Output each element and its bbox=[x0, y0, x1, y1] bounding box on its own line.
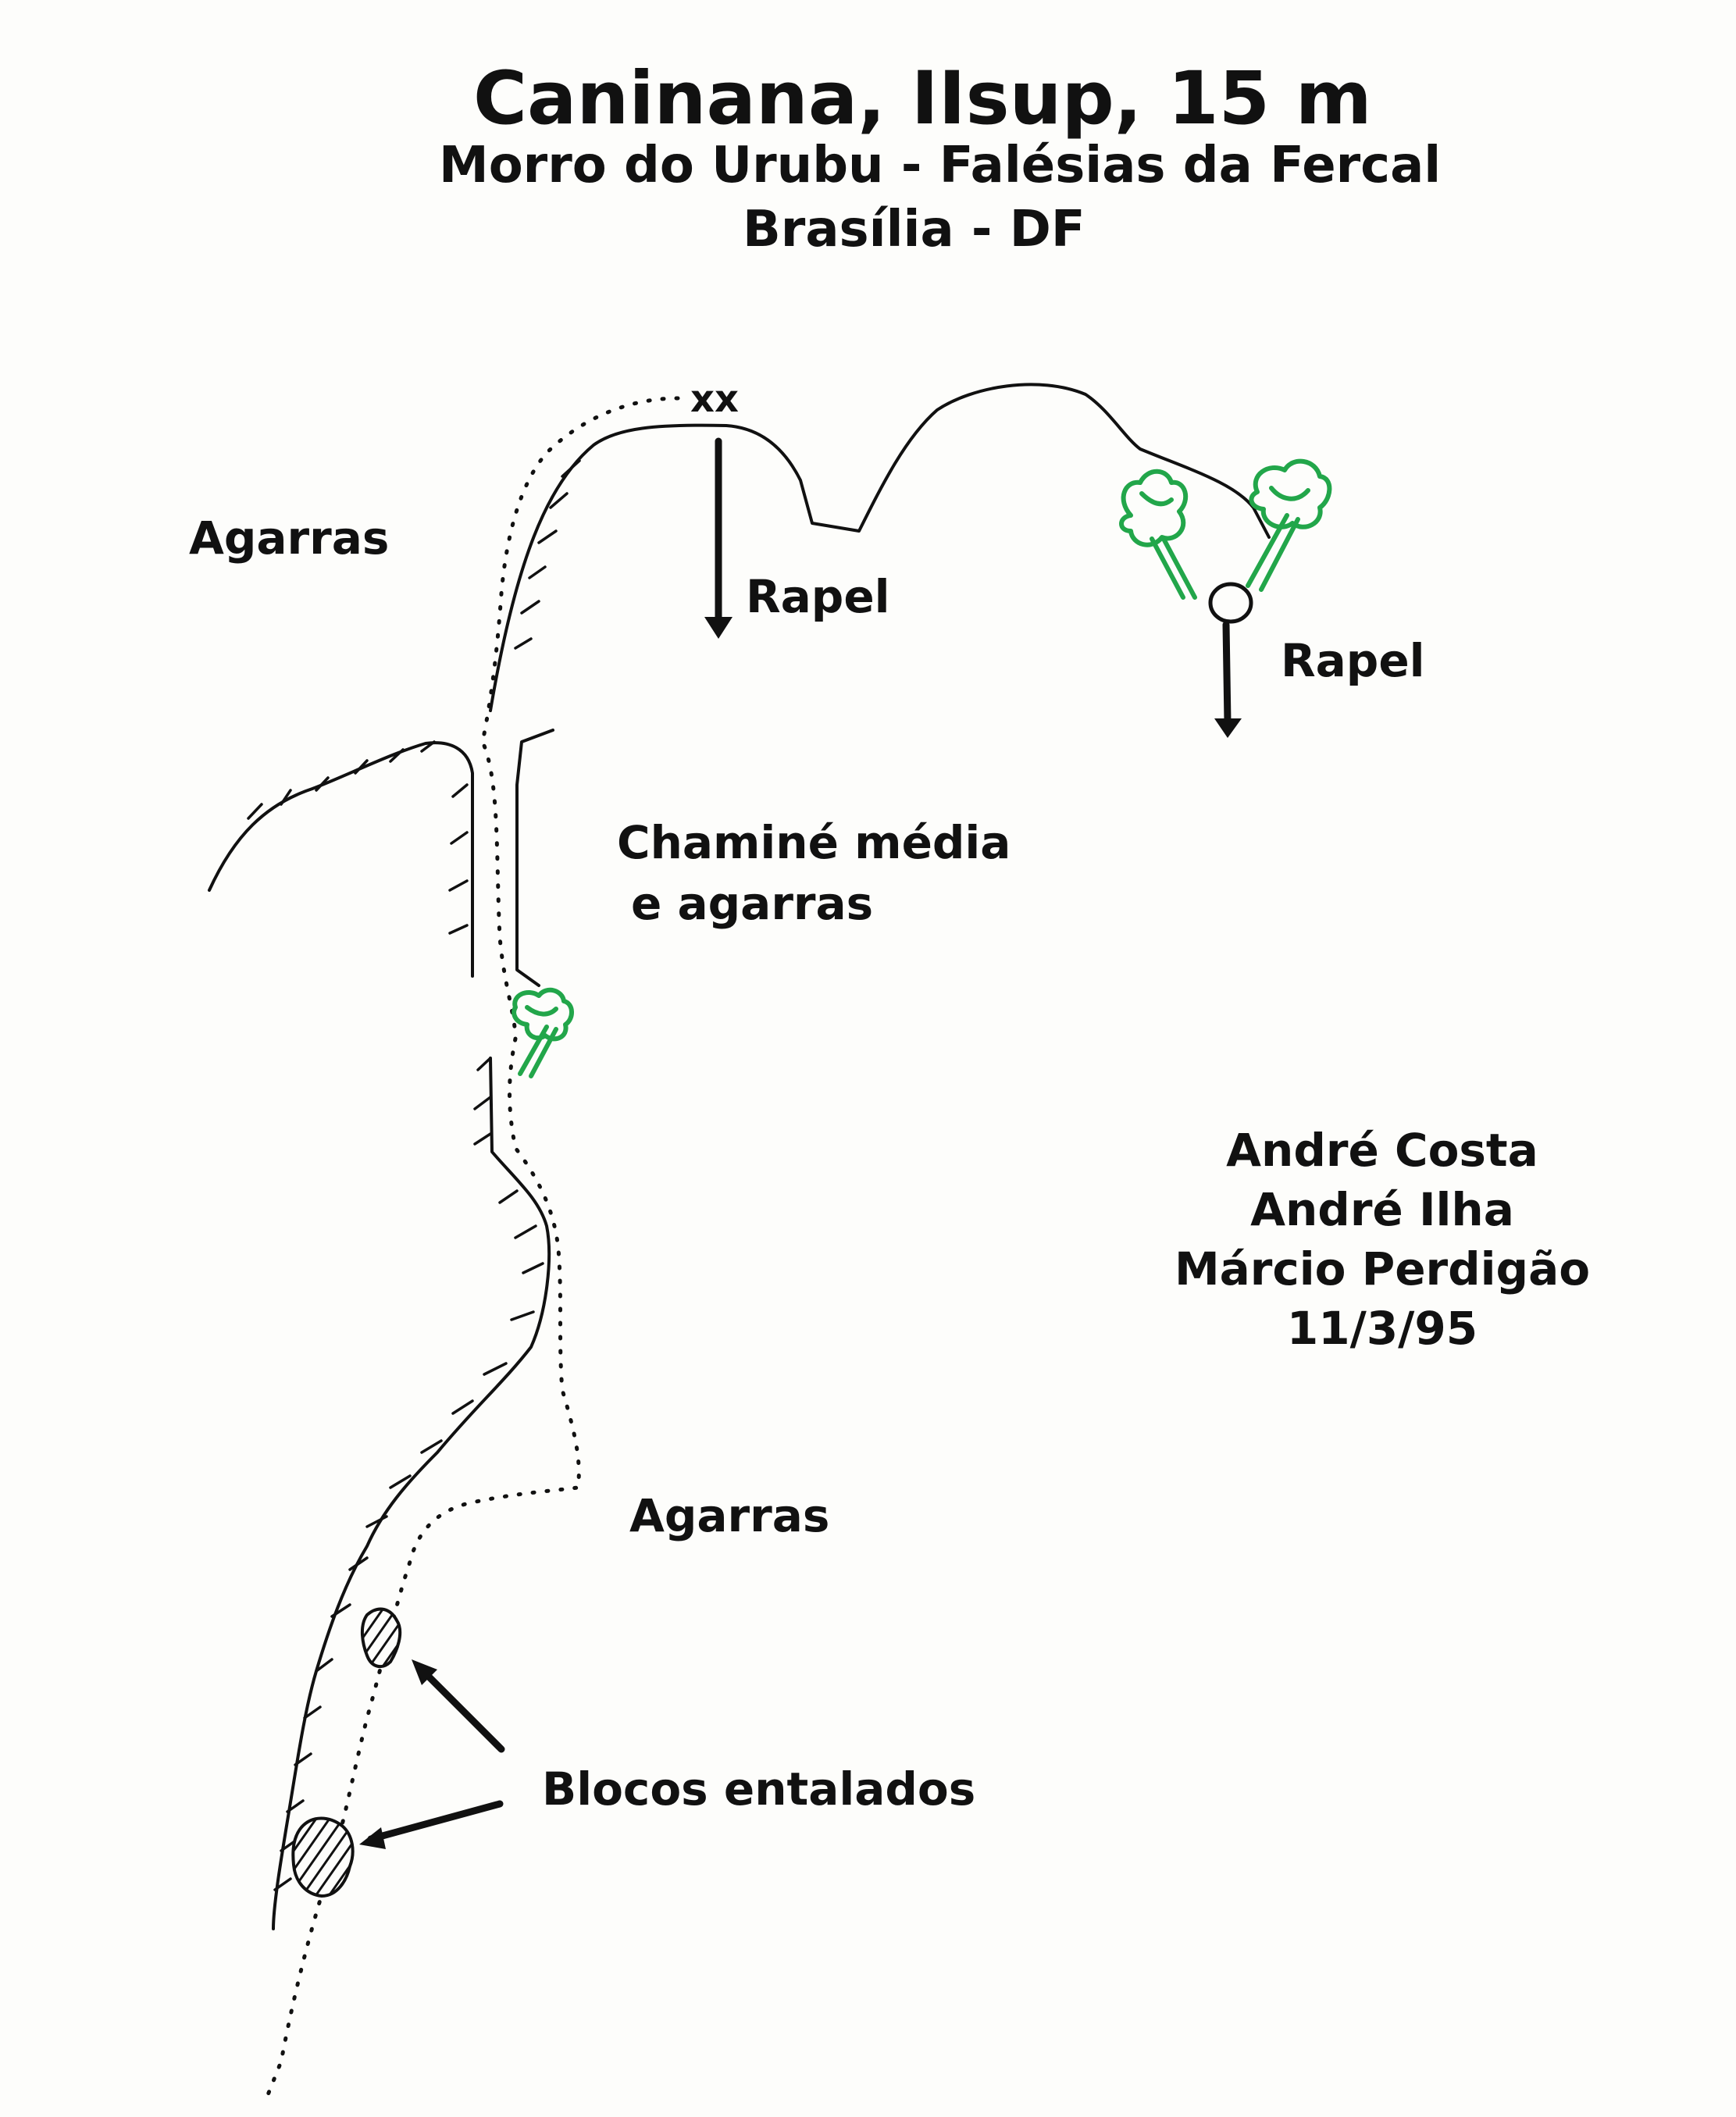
label-rapel-left: Rapel bbox=[746, 570, 890, 623]
credit-climber-2: André Ilha bbox=[1250, 1183, 1514, 1236]
arrow-down-icon bbox=[1222, 621, 1232, 726]
subtitle-region: Brasília - DF bbox=[743, 201, 1085, 258]
chockstone-lower bbox=[291, 1816, 355, 1898]
credit-climber-3: Márcio Perdigão bbox=[1174, 1242, 1591, 1296]
tree-icon bbox=[512, 987, 574, 1078]
anchor-marker: xx bbox=[690, 377, 739, 421]
ring-anchor-icon bbox=[1208, 582, 1253, 624]
tree-icon bbox=[1246, 458, 1332, 592]
label-chimney-line2: e agarras bbox=[631, 877, 874, 930]
label-blocks: Blocos entalados bbox=[542, 1762, 976, 1816]
title: Caninana, IIsup, 15 m bbox=[473, 56, 1372, 141]
left-buttress-line bbox=[208, 741, 474, 978]
credits: André Costa André Ilha Márcio Perdigão 1… bbox=[1101, 1121, 1663, 1358]
wall-hatch-ticks bbox=[247, 459, 581, 1891]
credit-climber-1: André Costa bbox=[1226, 1124, 1538, 1177]
label-chimney-line1: Chaminé média bbox=[617, 816, 1011, 869]
label-rapel-right: Rapel bbox=[1281, 634, 1425, 687]
arrow-icon bbox=[418, 1666, 505, 1753]
label-agarras-top: Agarras bbox=[189, 511, 390, 565]
arrow-head-icon bbox=[704, 617, 733, 639]
arrow-head-icon bbox=[412, 1659, 437, 1685]
summit-profile-line bbox=[489, 383, 1271, 712]
arrow-icon bbox=[367, 1800, 504, 1843]
arrow-head-icon bbox=[359, 1827, 386, 1849]
label-agarras-bottom: Agarras bbox=[629, 1489, 830, 1542]
credit-date: 11/3/95 bbox=[1286, 1302, 1478, 1355]
chimney-right-line bbox=[515, 729, 554, 987]
subtitle-location: Morro do Urubu - Falésias da Fercal bbox=[439, 137, 1442, 194]
chockstone-upper bbox=[361, 1607, 402, 1669]
lower-wall-line bbox=[272, 1057, 551, 1930]
arrow-head-icon bbox=[1214, 718, 1242, 738]
tree-icon bbox=[1119, 469, 1197, 600]
